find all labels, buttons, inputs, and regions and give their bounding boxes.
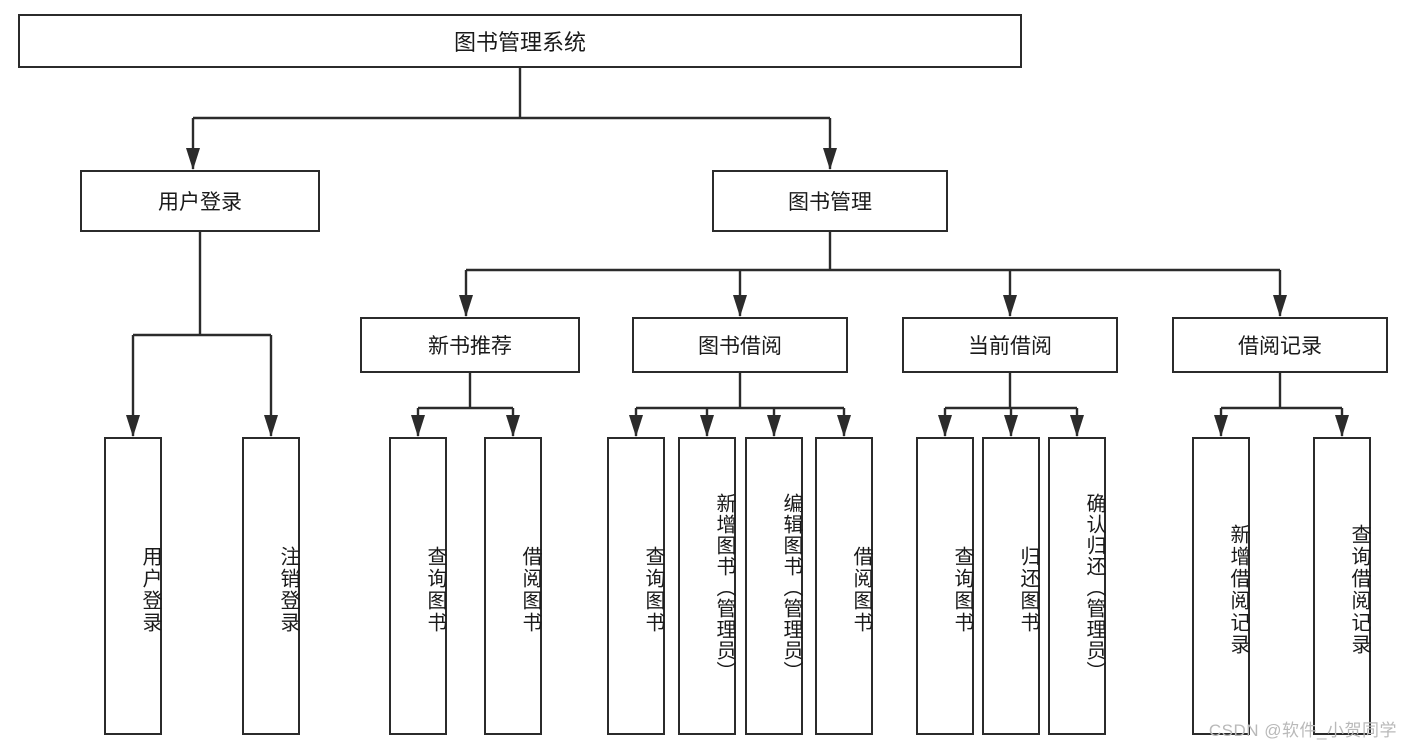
connector-arrow-5-2 <box>1070 415 1084 437</box>
node-label: 借阅图书 <box>519 546 541 634</box>
node-label: 查询借阅记录 <box>1348 524 1370 656</box>
node-label: 用户登录 <box>158 191 242 214</box>
node-leaf-confirm-return: 确认归还（管理员） <box>1048 437 1106 735</box>
node-label: 借阅图书 <box>850 546 872 634</box>
node-label: 查询图书 <box>424 546 446 634</box>
connector-arrow-1-1 <box>264 415 278 437</box>
node-book-management: 图书管理 <box>712 170 948 232</box>
node-label: 确认归还（管理员） <box>1083 492 1105 682</box>
node-label: 查询图书 <box>642 546 664 634</box>
node-leaf-return-book: 归还图书 <box>982 437 1040 735</box>
node-leaf-query-book-borrow: 查询图书 <box>607 437 665 735</box>
connector-arrow-6-1 <box>1335 415 1349 437</box>
connector-arrow-5-1 <box>1004 415 1018 437</box>
node-label: 图书管理 <box>788 191 872 214</box>
node-label: 新书推荐 <box>428 335 512 358</box>
watermark-label: CSDN @软件_小贺同学 <box>1208 721 1397 740</box>
node-label: 用户登录 <box>139 546 161 634</box>
connector-arrow-2-0 <box>459 295 473 317</box>
node-leaf-query-borrow-record: 查询借阅记录 <box>1313 437 1371 735</box>
node-borrow-record: 借阅记录 <box>1172 317 1388 373</box>
connector-arrow-2-2 <box>1003 295 1017 317</box>
connector-arrow-4-2 <box>767 415 781 437</box>
node-label: 新增借阅记录 <box>1227 524 1249 656</box>
node-leaf-borrow-book-recommend: 借阅图书 <box>484 437 542 735</box>
node-new-book-recommend: 新书推荐 <box>360 317 580 373</box>
connector-arrow-0-1 <box>823 148 837 170</box>
node-label: 注销登录 <box>277 546 299 634</box>
node-label: 借阅记录 <box>1238 335 1322 358</box>
node-current-borrow: 当前借阅 <box>902 317 1118 373</box>
connector-arrow-3-1 <box>506 415 520 437</box>
connector-arrow-4-1 <box>700 415 714 437</box>
node-label: 当前借阅 <box>968 335 1052 358</box>
node-label: 图书管理系统 <box>453 30 586 55</box>
node-leaf-edit-book: 编辑图书（管理员） <box>745 437 803 735</box>
connector-arrow-5-0 <box>938 415 952 437</box>
node-label: 编辑图书（管理员） <box>780 492 802 682</box>
node-label: 图书借阅 <box>698 335 782 358</box>
connector-arrow-0-0 <box>186 148 200 170</box>
connector-arrow-3-0 <box>411 415 425 437</box>
connector-arrow-2-3 <box>1273 295 1287 317</box>
connector-arrow-1-0 <box>126 415 140 437</box>
node-label: 新增图书（管理员） <box>713 492 735 682</box>
node-label: 归还图书 <box>1017 546 1039 634</box>
node-leaf-user-login: 用户登录 <box>104 437 162 735</box>
node-leaf-borrow-book: 借阅图书 <box>815 437 873 735</box>
connector-arrow-2-1 <box>733 295 747 317</box>
connector-arrow-6-0 <box>1214 415 1228 437</box>
node-root: 图书管理系统 <box>18 14 1022 68</box>
node-leaf-add-borrow-record: 新增借阅记录 <box>1192 437 1250 735</box>
node-leaf-query-book-current: 查询图书 <box>916 437 974 735</box>
connector-arrow-4-0 <box>629 415 643 437</box>
node-leaf-query-book-recommend: 查询图书 <box>389 437 447 735</box>
node-user-login: 用户登录 <box>80 170 320 232</box>
connector-arrow-4-3 <box>837 415 851 437</box>
node-label: 查询图书 <box>951 546 973 634</box>
node-leaf-user-logout: 注销登录 <box>242 437 300 735</box>
node-leaf-add-book: 新增图书（管理员） <box>678 437 736 735</box>
node-book-borrow: 图书借阅 <box>632 317 848 373</box>
